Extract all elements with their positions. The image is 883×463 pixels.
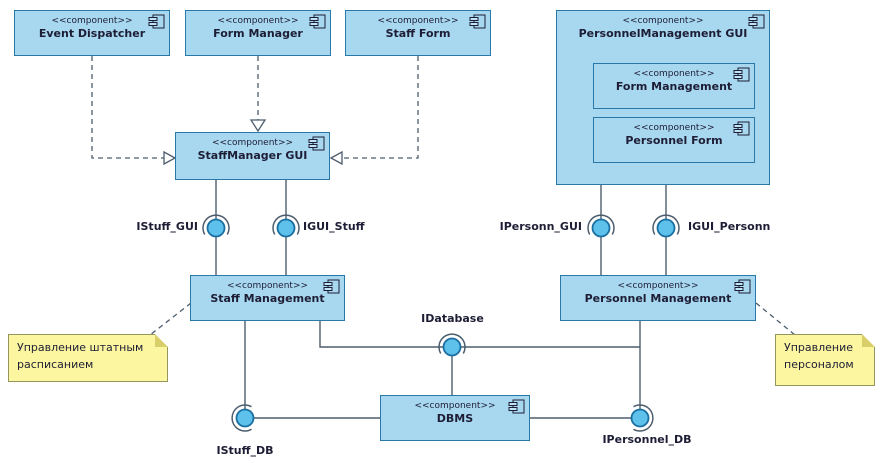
- component-name: Staff Management: [210, 292, 325, 305]
- interface-ball-igui-stuff[interactable]: [276, 218, 296, 238]
- component-personnel-management-gui[interactable]: <<component>> PersonnelManagement GUI <<…: [556, 10, 770, 185]
- component-name: Personnel Form: [625, 134, 723, 147]
- socket-igui-personn: [652, 214, 680, 235]
- component-name: PersonnelManagement GUI: [578, 27, 748, 40]
- socket-istuff-db: [231, 404, 252, 432]
- arrowhead-down-icon: [249, 119, 267, 133]
- dependency-event-dispatcher: [91, 56, 164, 159]
- component-form-manager[interactable]: <<component>> Form Manager: [185, 10, 331, 56]
- stereotype-label: <<component>>: [622, 16, 704, 26]
- interface-ball-idatabase[interactable]: [442, 337, 462, 357]
- component-icon: [508, 399, 525, 414]
- stereotype-label: <<component>>: [414, 401, 496, 411]
- note-text-line: персоналом: [784, 357, 854, 371]
- component-staff-form[interactable]: <<component>> Staff Form: [345, 10, 491, 56]
- component-personnel-form[interactable]: <<component>> Personnel Form: [593, 117, 755, 163]
- socket-igui-stuff: [272, 214, 300, 235]
- component-event-dispatcher[interactable]: <<component>> Event Dispatcher: [14, 10, 170, 56]
- component-staff-management[interactable]: <<component>> Staff Management: [190, 275, 345, 321]
- connector-idatabase-horizontal: [319, 321, 640, 348]
- component-dbms[interactable]: <<component>> DBMS: [380, 395, 530, 441]
- component-name: Event Dispatcher: [38, 27, 146, 40]
- interface-label-idatabase: IDatabase: [421, 312, 484, 325]
- interface-label-istuff-gui: IStuff_GUI: [136, 220, 198, 233]
- interface-label-igui-stuff: IGUI_Stuff: [303, 220, 365, 233]
- socket-ipersonnel-db: [633, 404, 654, 432]
- component-name: DBMS: [436, 412, 474, 425]
- socket-istuff-gui: [202, 214, 230, 235]
- socket-idatabase: [438, 333, 466, 354]
- component-personnel-management[interactable]: <<component>> Personnel Management: [560, 275, 756, 321]
- note-anchor-personnel: [755, 302, 796, 336]
- interface-ball-istuff-gui[interactable]: [206, 218, 226, 238]
- component-icon: [748, 14, 765, 29]
- component-name: Form Management: [615, 80, 733, 93]
- interface-ball-istuff-db[interactable]: [235, 408, 255, 428]
- note-text-line: Управление: [784, 341, 854, 354]
- component-icon: [323, 279, 340, 294]
- component-name: Personnel Management: [584, 292, 732, 305]
- socket-ipersonn-gui: [587, 214, 615, 235]
- interface-label-ipersonn-gui: IPersonn_GUI: [499, 220, 582, 233]
- component-name: StaffManager GUI: [197, 149, 308, 162]
- connector-istuff-db: [244, 321, 380, 419]
- component-name: Staff Form: [385, 27, 451, 40]
- stereotype-label: <<component>>: [217, 16, 299, 26]
- note-text-line: Управление штатным: [17, 341, 144, 354]
- stereotype-label: <<component>>: [633, 123, 715, 133]
- note-staff-management[interactable]: Управление штатным расписанием: [8, 334, 168, 382]
- component-icon: [734, 279, 751, 294]
- stereotype-label: <<component>>: [377, 16, 459, 26]
- arrowhead-right-icon: [163, 150, 177, 166]
- interface-label-igui-personn: IGUI_Personn: [688, 220, 771, 233]
- component-form-management[interactable]: <<component>> Form Management: [593, 63, 755, 109]
- note-personnel-management[interactable]: Управление персоналом: [775, 334, 875, 386]
- interface-label-istuff-db: IStuff_DB: [216, 444, 274, 457]
- interface-ball-igui-personn[interactable]: [656, 218, 676, 238]
- interface-ball-ipersonn-gui[interactable]: [591, 218, 611, 238]
- interface-ball-ipersonnel-db[interactable]: [630, 408, 650, 428]
- note-anchor-staff: [149, 302, 192, 336]
- component-icon: [733, 121, 750, 136]
- component-icon: [733, 67, 750, 82]
- component-icon: [148, 14, 165, 29]
- component-icon: [309, 14, 326, 29]
- stereotype-label: <<component>>: [51, 16, 133, 26]
- component-name: Form Manager: [213, 27, 303, 40]
- note-text-line: расписанием: [17, 357, 94, 371]
- stereotype-label: <<component>>: [211, 138, 294, 148]
- component-staffmanager-gui[interactable]: <<component>> StaffManager GUI: [175, 132, 330, 180]
- stereotype-label: <<component>>: [633, 69, 715, 79]
- interface-label-ipersonnel-db: IPersonnel_DB: [602, 433, 692, 446]
- arrowhead-left-icon: [329, 150, 343, 166]
- component-icon: [469, 14, 486, 29]
- stereotype-label: <<component>>: [226, 281, 309, 291]
- component-icon: [308, 136, 325, 151]
- dependency-staff-form: [342, 56, 419, 159]
- stereotype-label: <<component>>: [617, 281, 699, 291]
